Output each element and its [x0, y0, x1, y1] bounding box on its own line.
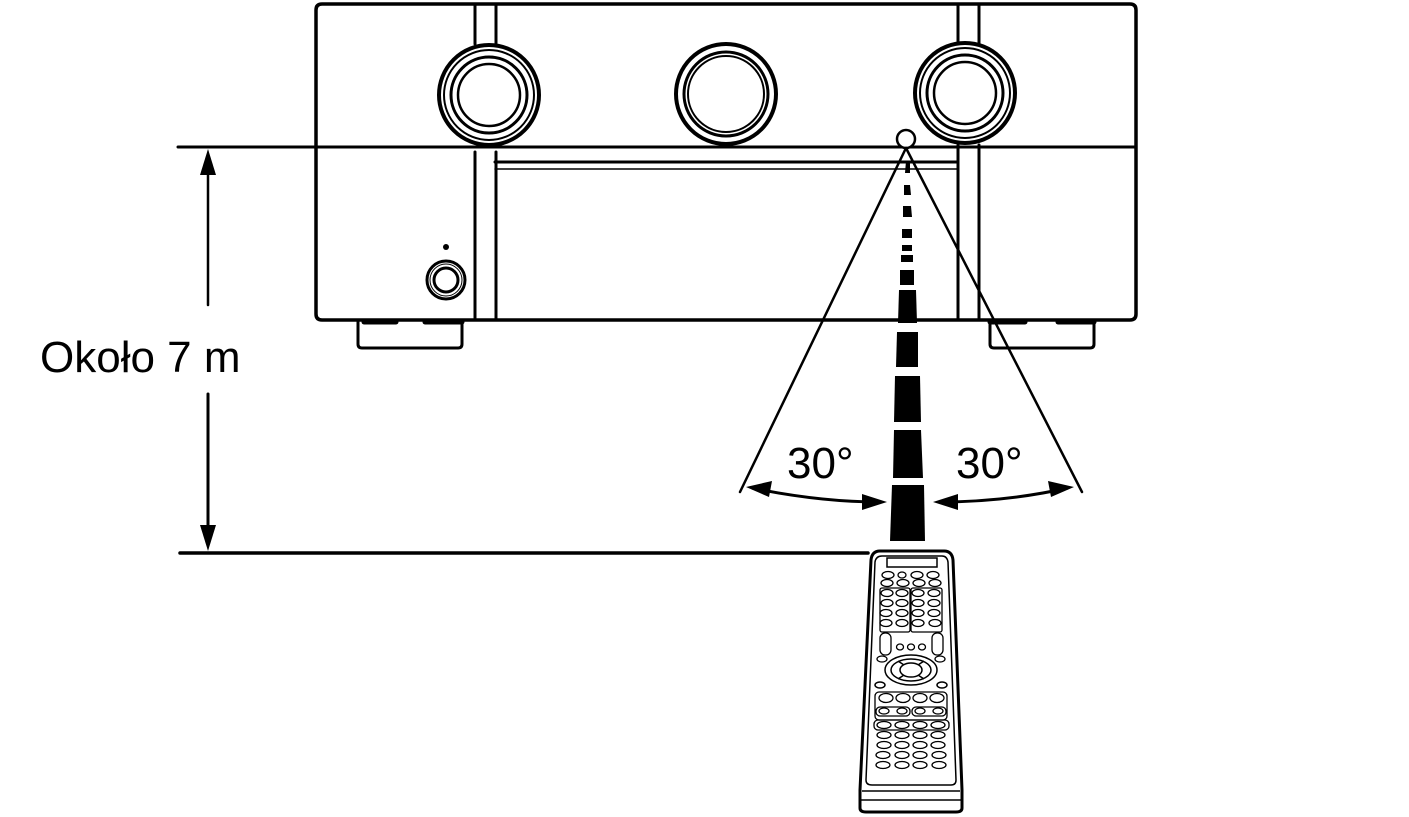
distance-measure	[176, 145, 870, 555]
remote-dpad	[874, 654, 948, 689]
remote-display	[886, 557, 938, 568]
range-boundary-right	[904, 146, 1084, 494]
right-foot	[988, 320, 1096, 350]
remote-inner-face	[865, 555, 957, 786]
arrow-left-outer-icon	[746, 481, 772, 497]
arrow-right-inner-icon	[933, 494, 958, 510]
remote-control	[858, 549, 964, 814]
angle-label-left: 30°	[787, 439, 854, 488]
range-boundary-left	[738, 146, 908, 494]
standby-indicator-icon	[443, 244, 449, 250]
arrow-up-icon	[200, 149, 216, 175]
angle-arc-right	[939, 486, 1069, 504]
arrow-down-icon	[200, 525, 216, 551]
angle-arc-left	[751, 486, 881, 504]
infrared-beam	[890, 161, 925, 541]
left-foot	[356, 320, 464, 350]
center-knob	[674, 42, 778, 146]
right-knob	[913, 41, 1017, 145]
arrow-right-outer-icon	[1048, 481, 1074, 497]
power-button-icon	[425, 259, 467, 301]
remote-number-pad	[873, 719, 950, 770]
left-knob	[437, 43, 541, 147]
av-receiver	[314, 2, 1138, 350]
remote-sensor-icon	[895, 128, 917, 150]
distance-label: Około 7 m	[40, 333, 241, 382]
arrow-left-inner-icon	[862, 494, 887, 510]
angle-label-right: 30°	[956, 439, 1023, 488]
receiver-body-outline	[314, 2, 1138, 322]
